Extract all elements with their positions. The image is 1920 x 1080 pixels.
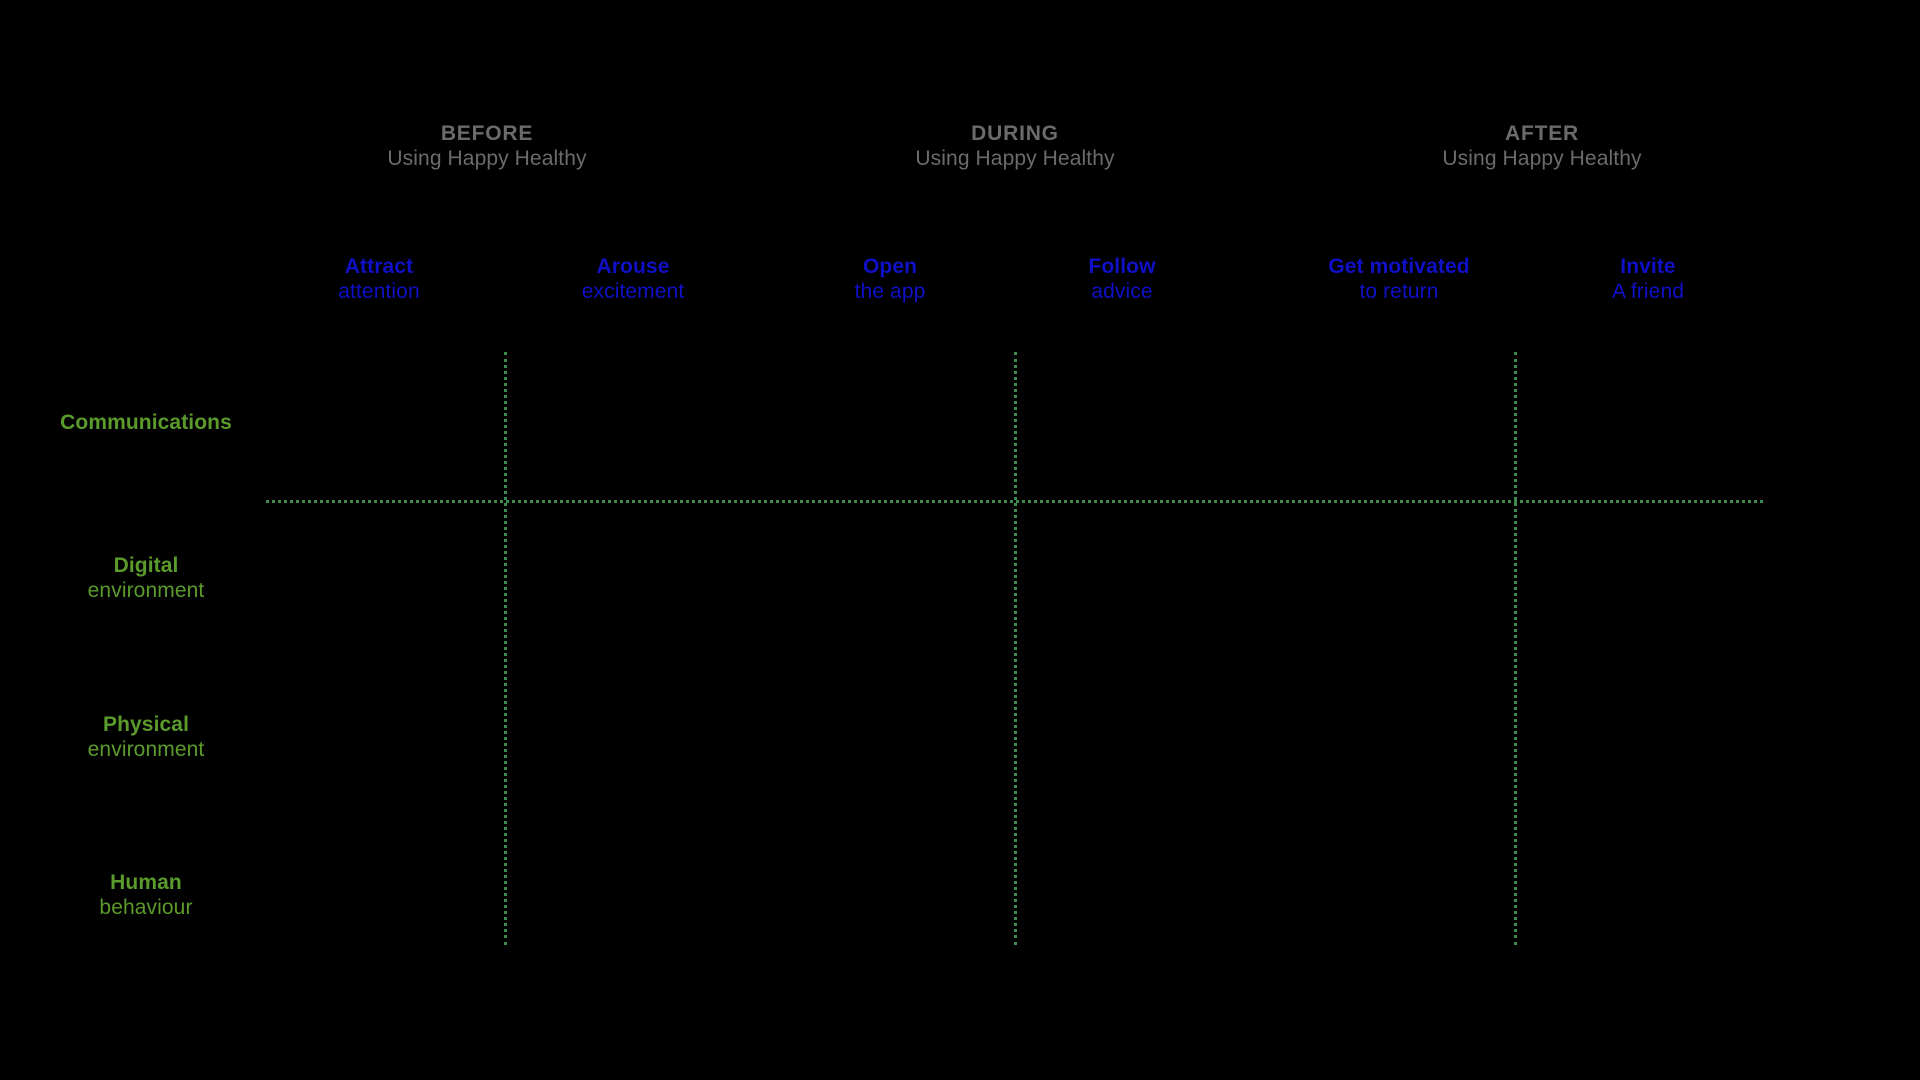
- step-subtitle: advice: [1091, 280, 1153, 304]
- phase-title: AFTER: [1505, 122, 1579, 145]
- horizontal-divider-communications: [266, 500, 1763, 503]
- row-title: Digital: [113, 554, 179, 577]
- step-label-attract[interactable]: Attract attention: [179, 254, 579, 304]
- step-subtitle: excitement: [581, 280, 685, 304]
- step-subtitle: to return: [1359, 280, 1439, 304]
- phase-header-after: AFTER Using Happy Healthy: [1055, 122, 1920, 172]
- row-subtitle: behaviour: [99, 896, 193, 920]
- step-label-get-motivated[interactable]: Get motivated to return: [1199, 254, 1599, 304]
- phase-header-during: DURING Using Happy Healthy: [528, 122, 1502, 172]
- phase-title: BEFORE: [440, 122, 534, 145]
- phase-subtitle: Using Happy Healthy: [1442, 146, 1642, 170]
- step-title: Arouse: [596, 255, 670, 278]
- step-title: Follow: [1088, 255, 1156, 278]
- step-label-open[interactable]: Open the app: [690, 254, 1090, 304]
- step-subtitle: A friend: [1611, 280, 1684, 304]
- step-title: Open: [862, 255, 918, 278]
- vertical-divider-before-during: [504, 352, 507, 945]
- vertical-divider-after-end: [1514, 352, 1517, 945]
- step-label-invite[interactable]: Invite A friend: [1448, 254, 1848, 304]
- step-subtitle: attention: [338, 280, 420, 304]
- row-label-communications[interactable]: Communications: [0, 410, 292, 435]
- phase-subtitle: Using Happy Healthy: [915, 146, 1115, 170]
- row-label-physical-environment[interactable]: Physical environment: [0, 712, 292, 762]
- row-title: Human: [110, 871, 182, 894]
- row-title: Physical: [102, 713, 190, 736]
- row-subtitle: environment: [87, 738, 205, 762]
- step-title: Attract: [344, 255, 414, 278]
- phase-subtitle: Using Happy Healthy: [387, 146, 587, 170]
- step-subtitle: the app: [854, 280, 926, 304]
- step-label-follow[interactable]: Follow advice: [922, 254, 1322, 304]
- step-label-arouse[interactable]: Arouse excitement: [433, 254, 833, 304]
- row-title: Communications: [60, 411, 232, 434]
- row-subtitle: environment: [87, 579, 205, 603]
- row-label-digital-environment[interactable]: Digital environment: [0, 553, 292, 603]
- row-label-human-behaviour[interactable]: Human behaviour: [0, 870, 292, 920]
- vertical-divider-during-after: [1014, 352, 1017, 945]
- phase-title: DURING: [971, 122, 1059, 145]
- step-title: Invite: [1620, 255, 1676, 278]
- phase-header-before: BEFORE Using Happy Healthy: [0, 122, 974, 172]
- step-title: Get motivated: [1328, 255, 1470, 278]
